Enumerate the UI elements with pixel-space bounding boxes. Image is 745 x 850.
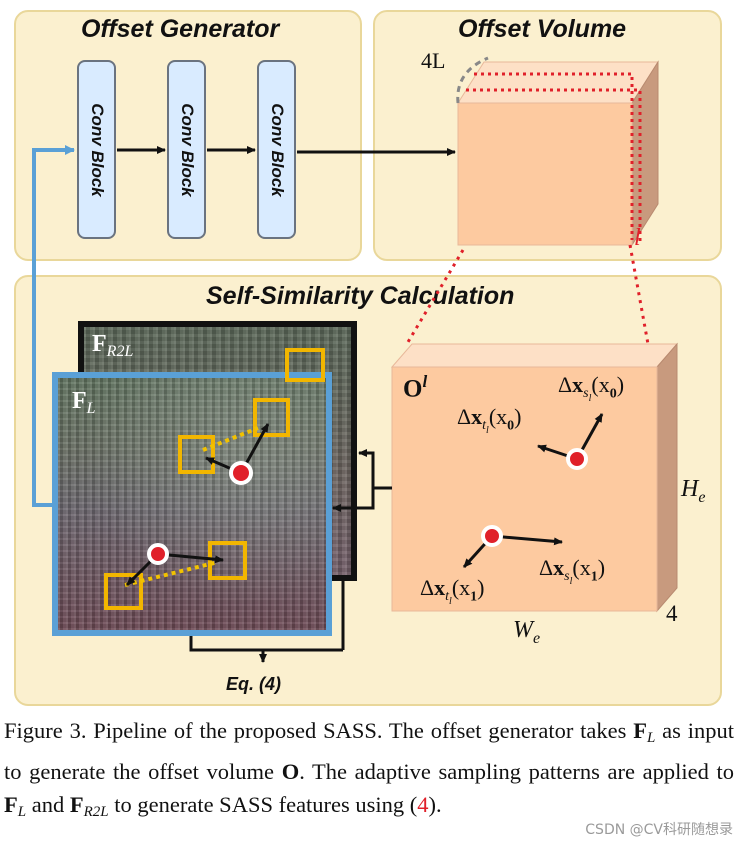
- feature-map-l: FL: [52, 372, 332, 636]
- slice-height-label: He: [681, 476, 706, 506]
- feature-l-label: FL: [72, 388, 96, 417]
- offset-label-s-x1: Δxsl(x1): [539, 555, 606, 588]
- slice-title: Ol: [403, 372, 428, 403]
- equation-ref-link[interactable]: 4: [417, 792, 429, 817]
- offset-volume-title: Offset Volume: [458, 15, 627, 43]
- offset-label-t-x0: Δxtl(x0): [457, 404, 522, 437]
- watermark: CSDN @CV科研随想录: [585, 822, 733, 838]
- volume-depth-label: 4L: [421, 48, 446, 73]
- feature-r2l-label: FR2L: [92, 331, 134, 360]
- offset-generator-title: Offset Generator: [81, 15, 280, 43]
- figure-caption: Figure 3. Pipeline of the proposed SASS.…: [4, 718, 735, 820]
- slice-depth-label: 4: [666, 601, 678, 626]
- volume-slice-label: l: [634, 225, 641, 251]
- offset-label-t-x1: Δxtl(x1): [420, 575, 485, 608]
- conv-block-3: Conv Block: [257, 60, 296, 239]
- self-similarity-title: Self-Similarity Calculation: [206, 282, 515, 310]
- conv-block-2: Conv Block: [167, 60, 206, 239]
- offset-label-s-x0: Δxsl(x0): [558, 372, 625, 405]
- slice-width-label: We: [513, 617, 541, 647]
- conv-block-3-label: Conv Block: [267, 102, 287, 197]
- conv-block-1: Conv Block: [77, 60, 116, 239]
- equation-label: Eq. (4): [226, 674, 282, 694]
- conv-block-2-label: Conv Block: [177, 102, 197, 197]
- conv-block-1-label: Conv Block: [87, 102, 107, 197]
